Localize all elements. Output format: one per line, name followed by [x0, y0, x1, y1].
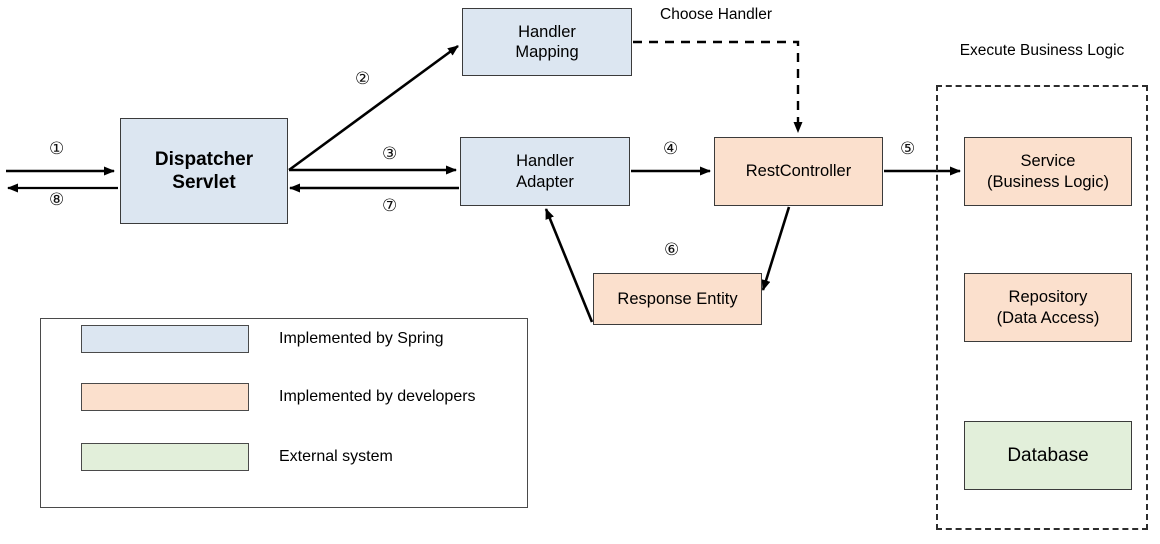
choose-handler-label: Choose Handler	[660, 6, 773, 23]
developer-swatch	[81, 383, 249, 411]
arrow-step-6	[544, 208, 594, 323]
step-marker-2: ②	[355, 69, 371, 88]
step-marker-3: ③	[382, 144, 398, 163]
node-rest-controller[interactable]: RestController	[714, 137, 883, 206]
node-dispatcher-servlet[interactable]: Dispatcher Servlet	[120, 118, 288, 224]
arrow-step-2	[288, 44, 459, 172]
node-handler-mapping-label: Handler Mapping	[515, 22, 579, 61]
step-marker-1: ①	[49, 139, 65, 158]
step-marker-5: ⑤	[900, 139, 916, 158]
node-response-entity[interactable]: Response Entity	[593, 273, 762, 325]
node-service[interactable]: Service (Business Logic)	[964, 137, 1132, 206]
legend-row-spring: Implemented by Spring	[41, 324, 527, 354]
node-handler-mapping[interactable]: Handler Mapping	[462, 8, 632, 76]
legend-panel: Implemented by Spring Implemented by dev…	[40, 318, 528, 508]
node-repository-label: Repository (Data Access)	[996, 288, 1100, 327]
business-logic-group	[936, 85, 1148, 530]
legend-row-developer: Implemented by developers	[41, 382, 527, 412]
node-rest-controller-label: RestController	[745, 162, 852, 181]
arrow-choose-handler	[633, 40, 803, 133]
external-swatch	[81, 443, 249, 471]
step-marker-7: ⑦	[382, 196, 398, 215]
node-repository[interactable]: Repository (Data Access)	[964, 273, 1132, 342]
business-logic-group-label: Execute Business Logic	[959, 42, 1125, 59]
node-response-entity-label: Response Entity	[617, 289, 738, 308]
legend-row-external: External system	[41, 442, 527, 472]
step-marker-6: ⑥	[664, 240, 680, 259]
step-marker-8: ⑧	[49, 190, 65, 209]
legend-label-external: External system	[279, 448, 393, 465]
arrow-restcontroller-to-response-entity	[761, 206, 791, 291]
node-database-label: Database	[1007, 444, 1089, 466]
step-marker-4: ④	[663, 139, 679, 158]
node-service-label: Service (Business Logic)	[987, 152, 1109, 191]
node-handler-adapter-label: Handler Adapter	[516, 152, 574, 191]
legend-label-spring: Implemented by Spring	[279, 330, 444, 347]
spring-swatch	[81, 325, 249, 353]
node-dispatcher-servlet-label: Dispatcher Servlet	[154, 148, 254, 193]
node-handler-adapter[interactable]: Handler Adapter	[460, 137, 630, 206]
node-database[interactable]: Database	[964, 421, 1132, 490]
legend-label-developer: Implemented by developers	[279, 388, 476, 405]
